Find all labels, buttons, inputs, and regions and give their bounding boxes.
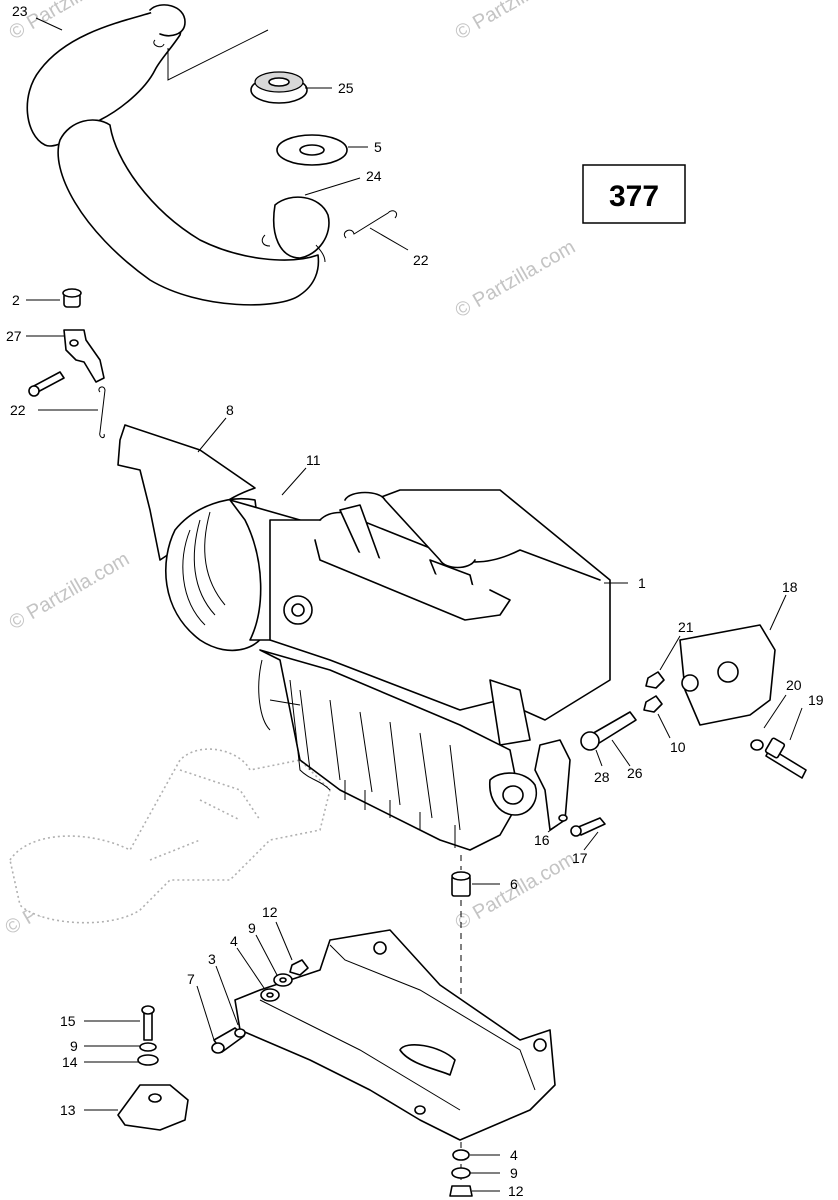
callout-22: 22: [10, 402, 26, 418]
watermark: © Partzilla.com: [6, 548, 134, 634]
callout-12: 12: [508, 1183, 524, 1199]
callout-17: 17: [572, 850, 588, 866]
callout-23: 23: [12, 3, 28, 19]
callout-22: 22: [413, 252, 429, 268]
callout-4: 4: [230, 933, 238, 949]
mount-hardware-right: [580, 624, 807, 779]
callout-12: 12: [262, 904, 278, 920]
callout-9: 9: [70, 1038, 78, 1054]
diagram-number-box: 377: [582, 164, 686, 224]
callout-18: 18: [782, 579, 798, 595]
callout-4: 4: [510, 1147, 518, 1163]
callout-8: 8: [226, 402, 234, 418]
callout-28: 28: [594, 769, 610, 785]
callout-3: 3: [208, 951, 216, 967]
callout-24: 24: [366, 168, 382, 184]
callout-9: 9: [510, 1165, 518, 1181]
callout-27: 27: [6, 328, 22, 344]
callout-2: 2: [12, 292, 20, 308]
callout-16: 16: [534, 832, 550, 848]
callout-20: 20: [786, 677, 802, 693]
bracket-assembly: [28, 288, 106, 439]
engine-mount-plate: [234, 929, 556, 1141]
callout-5: 5: [374, 139, 382, 155]
watermark: © Partzilla.com: [452, 0, 580, 44]
exhaust-pipe: [26, 4, 330, 306]
callout-1: 1: [638, 575, 646, 591]
engine: [258, 489, 611, 851]
bottom-hardware: [449, 1149, 473, 1197]
washer: [276, 134, 348, 166]
callout-19: 19: [808, 692, 824, 708]
grommet: [250, 71, 308, 104]
callout-15: 15: [60, 1013, 76, 1029]
mount-stud: [211, 959, 309, 1054]
lower-mount: [117, 1005, 189, 1131]
callout-10: 10: [670, 739, 686, 755]
callout-14: 14: [62, 1054, 78, 1070]
callout-9: 9: [248, 920, 256, 936]
callout-7: 7: [187, 971, 195, 987]
watermark: © Partzilla.com: [452, 236, 580, 322]
callout-13: 13: [60, 1102, 76, 1118]
callout-numbers: 23 25 5 24 22 2 27 22 8 11 1 18 21 20 19…: [6, 3, 824, 1199]
leader-lines: [26, 17, 803, 1192]
callout-25: 25: [338, 80, 354, 96]
bracket-left-engine: [534, 739, 606, 837]
callout-11: 11: [306, 452, 321, 468]
ghost-exhaust-manifold: [9, 748, 331, 924]
callout-21: 21: [678, 619, 694, 635]
spring: [343, 210, 398, 239]
callout-26: 26: [627, 765, 643, 781]
diagram-number: 377: [609, 180, 659, 213]
callout-6: 6: [510, 876, 518, 892]
